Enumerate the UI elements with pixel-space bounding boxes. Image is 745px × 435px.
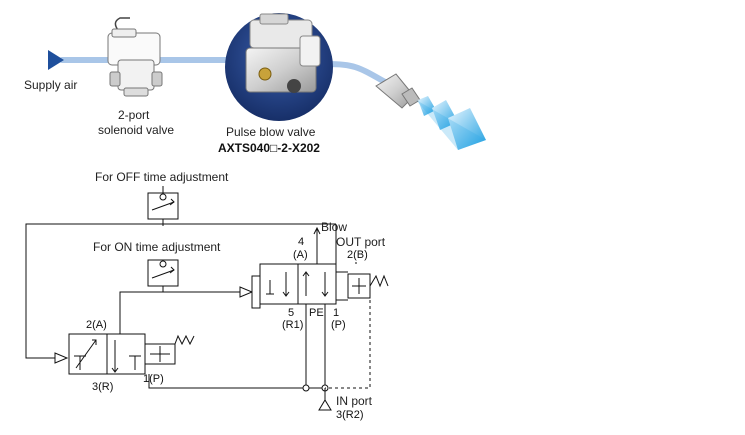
port-2b: 2(B)	[347, 249, 368, 261]
top-illustration: Supply air 2-port solenoid valve Pulse b…	[24, 13, 486, 155]
port-2a-small: 2(A)	[86, 319, 107, 331]
supply-feed-line	[148, 374, 325, 389]
junction-dot-2	[302, 384, 310, 392]
pulse-valve-model: AXTS040□-2-X202	[218, 141, 320, 155]
supply-arrow-icon	[48, 50, 64, 70]
off-check-ball	[159, 193, 167, 201]
port-3r-small: 3(R)	[92, 381, 113, 393]
port-p-main: (P)	[331, 319, 346, 331]
port-1p-small: 1(P)	[143, 373, 164, 385]
port-a-main: (A)	[293, 249, 308, 261]
on-adjust-label: For ON time adjustment	[93, 240, 221, 254]
on-pilot-line	[119, 286, 164, 370]
in-port-label: IN port	[336, 394, 373, 408]
solenoid-label-line2: solenoid valve	[98, 123, 174, 137]
main-5port-valve	[251, 263, 389, 309]
main-pilot-triangle	[239, 286, 254, 298]
port-4: 4	[298, 236, 304, 248]
main-vertical-lines	[305, 224, 337, 388]
port-3r2: 3(R2)	[336, 409, 364, 421]
pilot-exhaust-dotted	[325, 300, 371, 389]
supply-air-label: Supply air	[24, 78, 77, 92]
pneumatic-circuit: For OFF time adjustment For ON time adju…	[25, 170, 389, 421]
blow-label: Blow	[321, 220, 347, 234]
pulse-valve-label: Pulse blow valve	[226, 125, 316, 139]
solenoid-label-line1: 2-port	[118, 108, 150, 122]
port-pe: PE	[309, 307, 324, 319]
small-pilot-triangle	[54, 352, 69, 364]
nozzle-spray-icon	[375, 73, 486, 150]
port-r1: (R1)	[282, 319, 303, 331]
small-3port-valve	[68, 333, 195, 375]
off-throttle-arrow	[151, 201, 175, 211]
pulse-blow-valve-icon	[225, 13, 333, 121]
in-port-triangle	[318, 399, 332, 411]
off-adjust-label: For OFF time adjustment	[95, 170, 229, 184]
out-port-label: OUT port	[336, 235, 386, 249]
off-pilot-line	[25, 219, 164, 359]
solenoid-valve-icon	[107, 17, 163, 97]
port-1: 1	[333, 307, 339, 319]
port-5: 5	[288, 307, 294, 319]
